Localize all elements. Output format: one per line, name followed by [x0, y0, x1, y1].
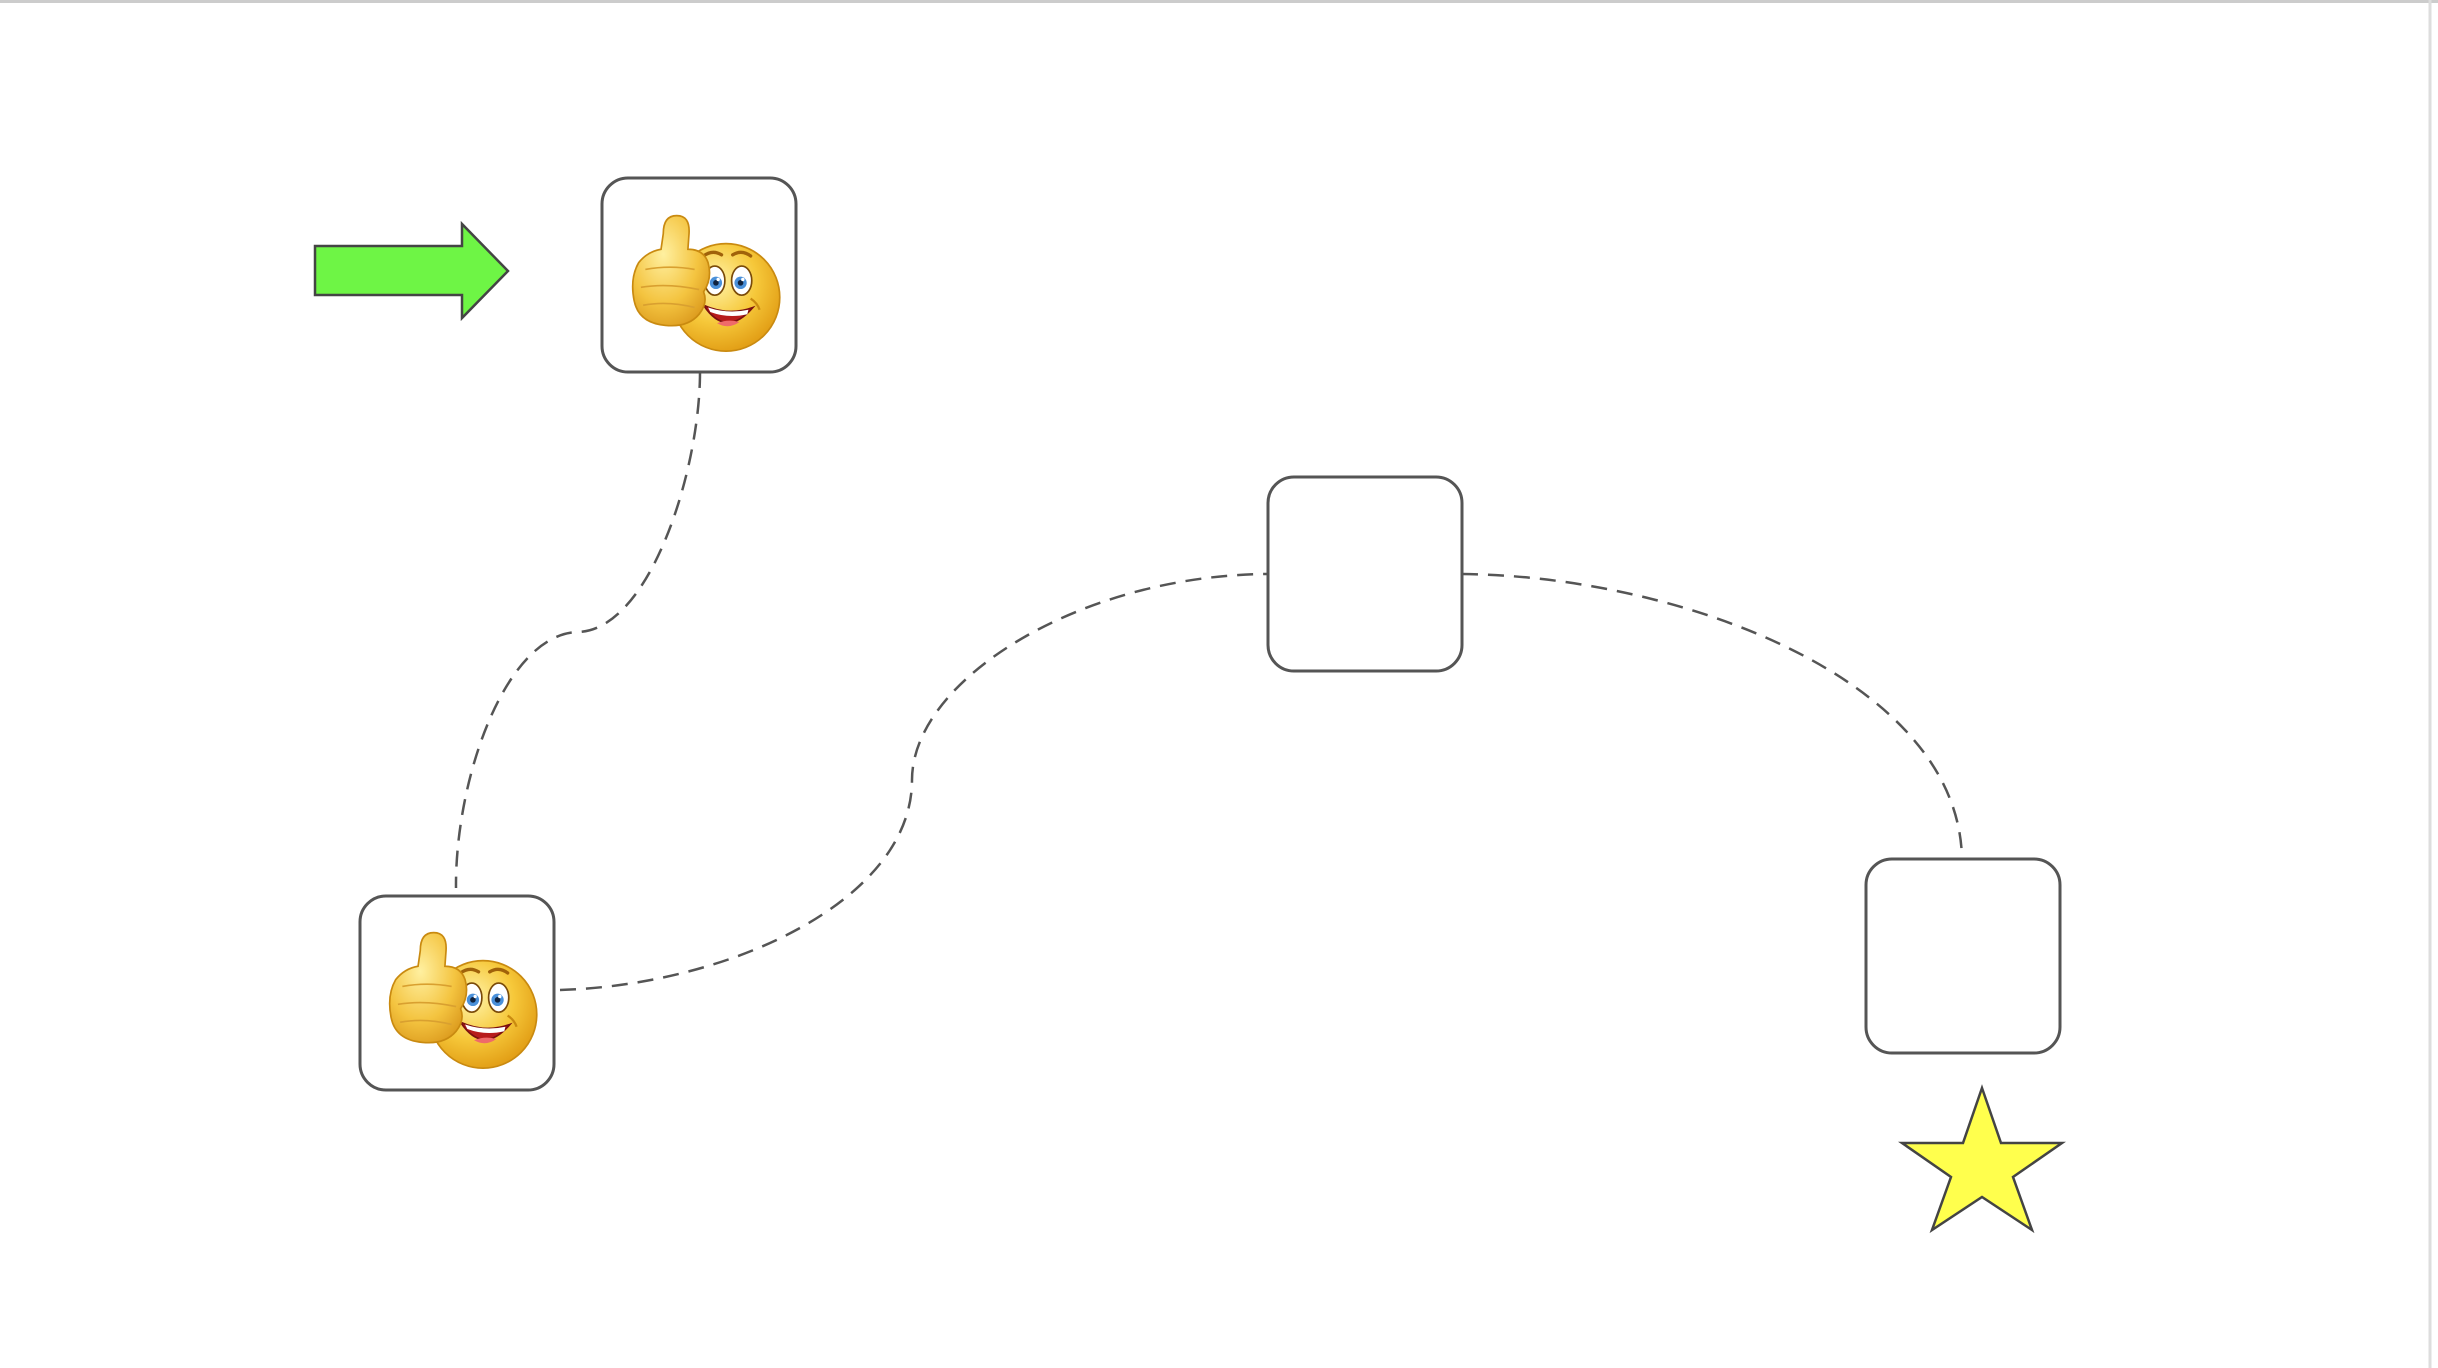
- connector-node1-node2: [454, 371, 702, 889]
- connector-node2-node3: [559, 572, 1269, 992]
- path-node-2[interactable]: [358, 894, 556, 1092]
- path-node-3[interactable]: [1266, 475, 1464, 673]
- path-node-1[interactable]: [600, 176, 798, 374]
- goal-star-icon: [1898, 1084, 2066, 1234]
- path-node-4[interactable]: [1864, 857, 2062, 1055]
- start-arrow-icon: [313, 220, 510, 322]
- connector-node3-node4: [1461, 572, 1964, 861]
